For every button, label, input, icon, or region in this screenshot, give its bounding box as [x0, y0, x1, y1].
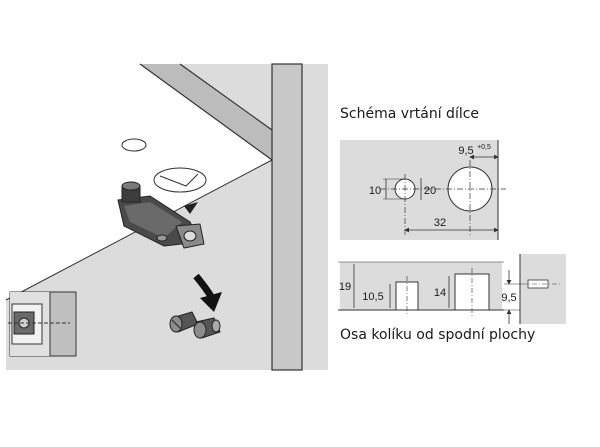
inset-detail	[8, 291, 77, 357]
assembly-illustration	[5, 63, 328, 371]
drilling-scheme-heading: Schéma vrtání dílce	[340, 106, 480, 122]
side-panel	[271, 63, 303, 371]
dim-small-hole: 10	[369, 185, 381, 197]
dim-small-depth: 10,5	[362, 291, 383, 303]
dowel-pins	[169, 311, 221, 339]
side-panel-section	[520, 254, 566, 324]
cabinet-top-panel	[6, 64, 272, 300]
dim-large-hole: 20	[424, 185, 436, 197]
top-view-drawing: 10 20 9,5 +0,5 32	[340, 140, 506, 240]
dim-panel-thickness: 19	[339, 281, 351, 293]
dim-hole-spacing: 32	[434, 217, 446, 229]
pin-hole	[527, 279, 549, 289]
dim-large-offset: 9,5	[458, 145, 473, 157]
drill-hole-small	[121, 138, 147, 152]
dim-large-depth: 14	[434, 287, 446, 299]
section-view-drawing: 19 10,5 14 9,5	[338, 254, 566, 324]
connector-fitting	[117, 181, 205, 249]
pin-axis-heading: Osa kolíku od spodní plochy	[340, 327, 536, 343]
dim-pin-axis: 9,5	[501, 292, 516, 304]
drill-hole-large	[153, 167, 207, 193]
dim-tolerance: +0,5	[477, 144, 491, 151]
